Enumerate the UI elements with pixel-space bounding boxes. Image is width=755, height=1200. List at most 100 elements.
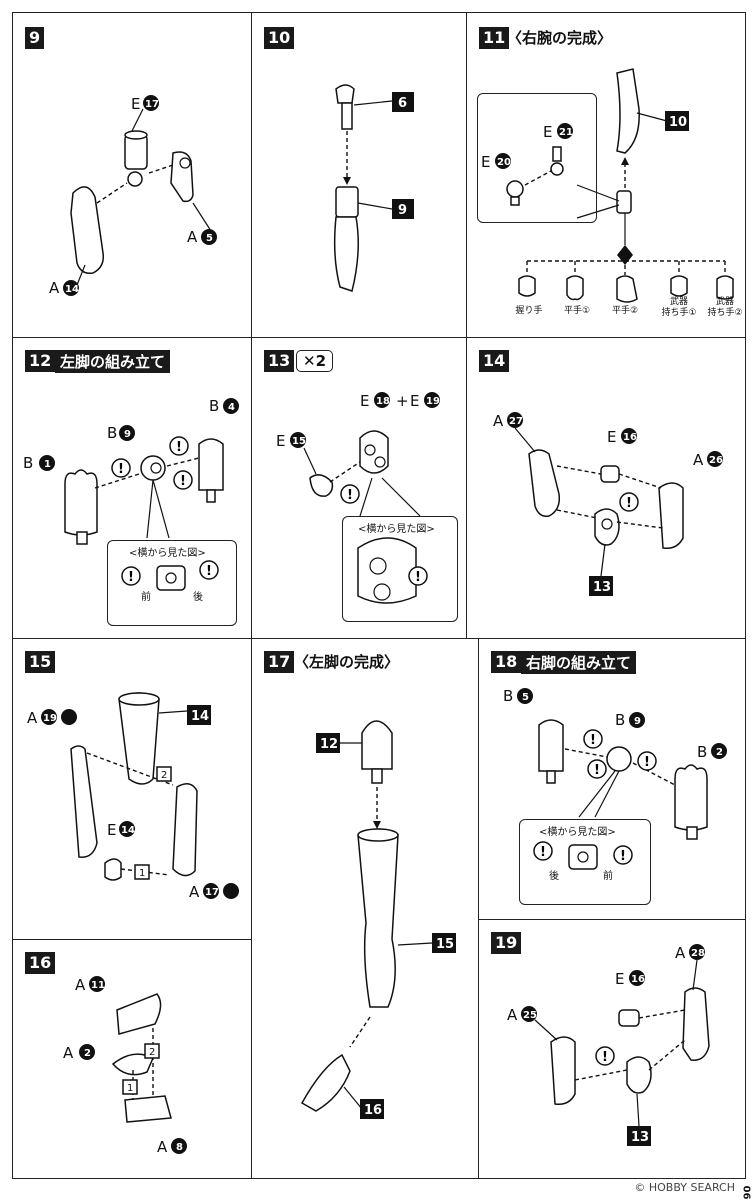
svg-text:16: 16 <box>631 974 645 985</box>
step-16-panel: 16 A 11 A 2 A 8 2 1 <box>12 939 252 1179</box>
callout-title: <横から見た図> <box>129 548 206 559</box>
part-e16 <box>618 1009 640 1027</box>
part-13 <box>626 1056 652 1094</box>
step-title: 右脚の組み立て <box>521 651 637 674</box>
svg-text:2: 2 <box>84 1048 91 1059</box>
svg-text:6: 6 <box>398 96 407 111</box>
svg-text:A: A <box>507 1006 518 1024</box>
svg-text:!: ! <box>644 755 650 770</box>
svg-text:前: 前 <box>603 869 613 882</box>
part-14 <box>118 692 160 785</box>
svg-text:A: A <box>75 976 86 994</box>
svg-text:19: 19 <box>426 396 440 407</box>
svg-text:!: ! <box>347 488 353 503</box>
svg-text:9: 9 <box>124 429 131 440</box>
svg-text:16: 16 <box>623 432 637 443</box>
svg-text:A: A <box>493 412 504 430</box>
svg-text:+: + <box>396 392 409 410</box>
svg-text:!: ! <box>626 496 632 511</box>
step-14-panel: 14 A 27 E 16 A 26 ! 13 <box>466 337 746 639</box>
svg-text:1: 1 <box>139 868 145 879</box>
step-18-panel: 18 右脚の組み立て <横から見た図> B 5 B 9 B 2 ! ! ! ! … <box>478 638 746 920</box>
svg-text:9: 9 <box>398 203 407 218</box>
step-number: 16 <box>25 952 56 974</box>
caution-icon: ! <box>637 751 657 771</box>
svg-text:14: 14 <box>121 825 135 836</box>
part-a11 <box>116 993 162 1035</box>
step-15-diagram: 14 A 19 2 E 14 1 A 17 <box>27 692 239 901</box>
label-e: E <box>131 95 140 113</box>
part-6 <box>335 84 355 104</box>
svg-text:9: 9 <box>634 716 641 727</box>
svg-text:前: 前 <box>141 590 151 603</box>
step-12-diagram: B 1 B 9 B 4 ! ! ! ! ! 前 後 <box>23 397 239 603</box>
svg-text:21: 21 <box>559 127 573 138</box>
hand-label-5: 武器 持ち手② <box>707 297 743 318</box>
caution-icon: ! <box>111 458 131 478</box>
caution-icon: ! <box>169 436 189 456</box>
step-number: 17 <box>264 651 295 673</box>
step-9-diagram: E 17 A 5 A 14 <box>49 95 217 297</box>
step-17-diagram: 12 15 16 <box>300 720 456 1119</box>
svg-text:!: ! <box>128 570 134 585</box>
caution-icon: ! <box>121 566 141 586</box>
svg-text:A: A <box>49 279 60 297</box>
caution-icon: ! <box>199 560 219 580</box>
step-13-panel: 13 ✕2 <横から見た図> E 18 + E 19 E 15 ! ! <box>251 337 467 639</box>
step-11-diagram: 10 E 21 E 20 <box>481 68 734 303</box>
hand-joint <box>617 245 633 265</box>
part-a28 <box>682 987 710 1061</box>
caution-icon: ! <box>173 470 193 490</box>
step-title: 〈左脚の完成〉 <box>294 653 400 671</box>
step-9-panel: 9 E 17 A 5 A 14 <box>12 12 252 338</box>
step-number: 11 <box>479 27 510 49</box>
svg-text:1: 1 <box>44 459 51 470</box>
part-a25 <box>550 1036 576 1106</box>
part-number-badge <box>143 95 159 111</box>
hand-label-3: 平手② <box>611 306 639 316</box>
svg-text:B: B <box>107 424 117 442</box>
step-number: 13 <box>264 350 295 372</box>
caution-icon: ! <box>613 845 633 865</box>
svg-text:2: 2 <box>716 747 723 758</box>
step-number: 18 <box>491 651 522 673</box>
caution-icon: ! <box>619 492 639 512</box>
step-number: 19 <box>491 932 522 954</box>
step-10-panel: 10 6 9 <box>251 12 467 338</box>
part-a27 <box>528 449 561 518</box>
svg-text:!: ! <box>118 462 124 477</box>
step-14-diagram: A 27 E 16 A 26 ! 13 <box>493 412 723 596</box>
step-title: 左脚の組み立て <box>55 350 171 373</box>
part-a2 <box>111 1053 154 1076</box>
svg-text:E: E <box>276 432 285 450</box>
svg-text:!: ! <box>620 849 626 864</box>
svg-text:12: 12 <box>320 737 338 752</box>
svg-text:E: E <box>543 123 552 141</box>
svg-text:19: 19 <box>43 713 57 724</box>
svg-text:25: 25 <box>523 1010 537 1021</box>
step-15-panel: 15 14 A 19 2 E 14 1 A 17 <box>12 638 252 940</box>
svg-text:14: 14 <box>191 709 209 724</box>
svg-text:E: E <box>107 821 116 839</box>
svg-text:16: 16 <box>364 1103 382 1118</box>
callout-title: <横から見た図> <box>539 827 616 838</box>
svg-text:17: 17 <box>145 99 159 110</box>
svg-text:2: 2 <box>149 1047 155 1058</box>
part-b1 <box>64 469 98 536</box>
step-16-diagram: A 11 A 2 A 8 2 1 <box>63 976 187 1156</box>
svg-text:!: ! <box>415 570 421 585</box>
part-b5 <box>538 719 564 772</box>
step-10-diagram: 6 9 <box>333 84 414 292</box>
caution-icon: ! <box>408 566 428 586</box>
svg-text:B: B <box>503 687 513 705</box>
svg-text:A: A <box>157 1138 168 1156</box>
svg-text:10: 10 <box>669 115 687 130</box>
caution-icon: ! <box>340 484 360 504</box>
svg-text:!: ! <box>602 1050 608 1065</box>
caution-icon: ! <box>587 759 607 779</box>
part-b4 <box>198 438 224 491</box>
svg-text:11: 11 <box>91 980 105 991</box>
svg-text:E: E <box>615 970 624 988</box>
svg-text:A: A <box>693 451 704 469</box>
svg-text:8: 8 <box>176 1142 183 1153</box>
